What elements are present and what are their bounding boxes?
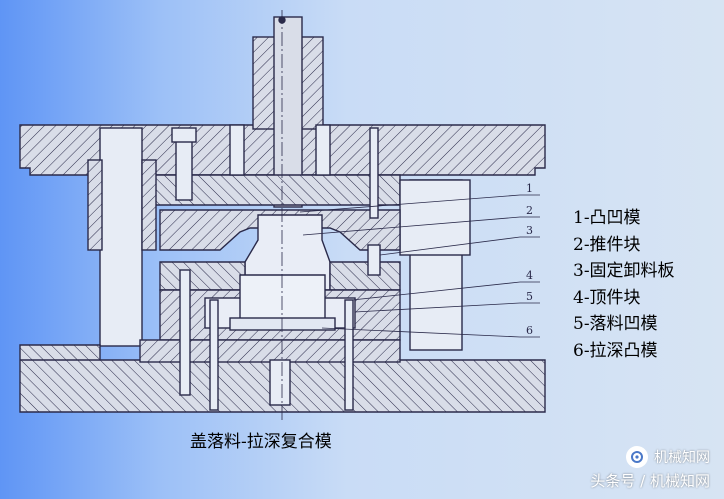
leader-3 (379, 236, 540, 256)
legend-item: 3-固定卸料板 (573, 261, 675, 281)
drawing-punch (239, 274, 326, 321)
callout-1: 1 (526, 182, 533, 195)
ejector-pin-left (179, 269, 191, 396)
center-ejector-pin (269, 359, 291, 406)
leader-6 (321, 327, 540, 338)
screw-mid (229, 124, 245, 176)
screw-right (367, 244, 381, 276)
figure-caption: 盖落料-拉深复合模 (190, 432, 332, 452)
callout-6: 6 (526, 324, 533, 337)
callout-3: 3 (526, 224, 533, 237)
watermark-line: 头条号 / 机械知网 (590, 472, 710, 490)
guide-post-left (99, 127, 143, 347)
parts-legend: 1-凸凹模 2-推件块 3-固定卸料板 4-顶件块 5-落料凹模 6-拉深凸模 (573, 205, 675, 364)
callout-5: 5 (526, 290, 533, 303)
leader-1 (299, 194, 540, 213)
dowel-right (369, 127, 379, 219)
convex-concave-die (159, 209, 401, 251)
legend-item: 6-拉深凸模 (573, 340, 658, 361)
legend-item: 4-顶件块 (573, 287, 641, 308)
lower-backing (139, 339, 401, 363)
guide-bushing-left (87, 159, 103, 251)
ejector-pin-mid (209, 299, 219, 411)
leader-5 (354, 302, 540, 313)
screw-head-left (171, 127, 197, 143)
callout-2: 2 (526, 204, 533, 217)
watermark-brand: 机械知网 (654, 450, 710, 466)
watermark: 机械知网 头条号 / 机械知网 (590, 446, 710, 491)
ejector-pin-right (344, 299, 354, 411)
brand-logo-icon (626, 446, 648, 468)
fixed-stripper-plate-right (329, 261, 401, 291)
leader-4 (351, 281, 540, 301)
screw-mid-right (315, 124, 331, 176)
legend-item: 2-推件块 (573, 234, 641, 255)
punch-base (229, 317, 336, 331)
guide-bushing-right-side (141, 159, 157, 251)
callout-4: 4 (526, 269, 533, 282)
fixed-stripper-plate (159, 261, 246, 291)
legend-item: 1-凸凹模 (573, 208, 641, 228)
leader-2 (302, 216, 540, 236)
guide-sleeve-right (399, 179, 471, 256)
legend-item: 5-落料凹模 (573, 314, 658, 334)
